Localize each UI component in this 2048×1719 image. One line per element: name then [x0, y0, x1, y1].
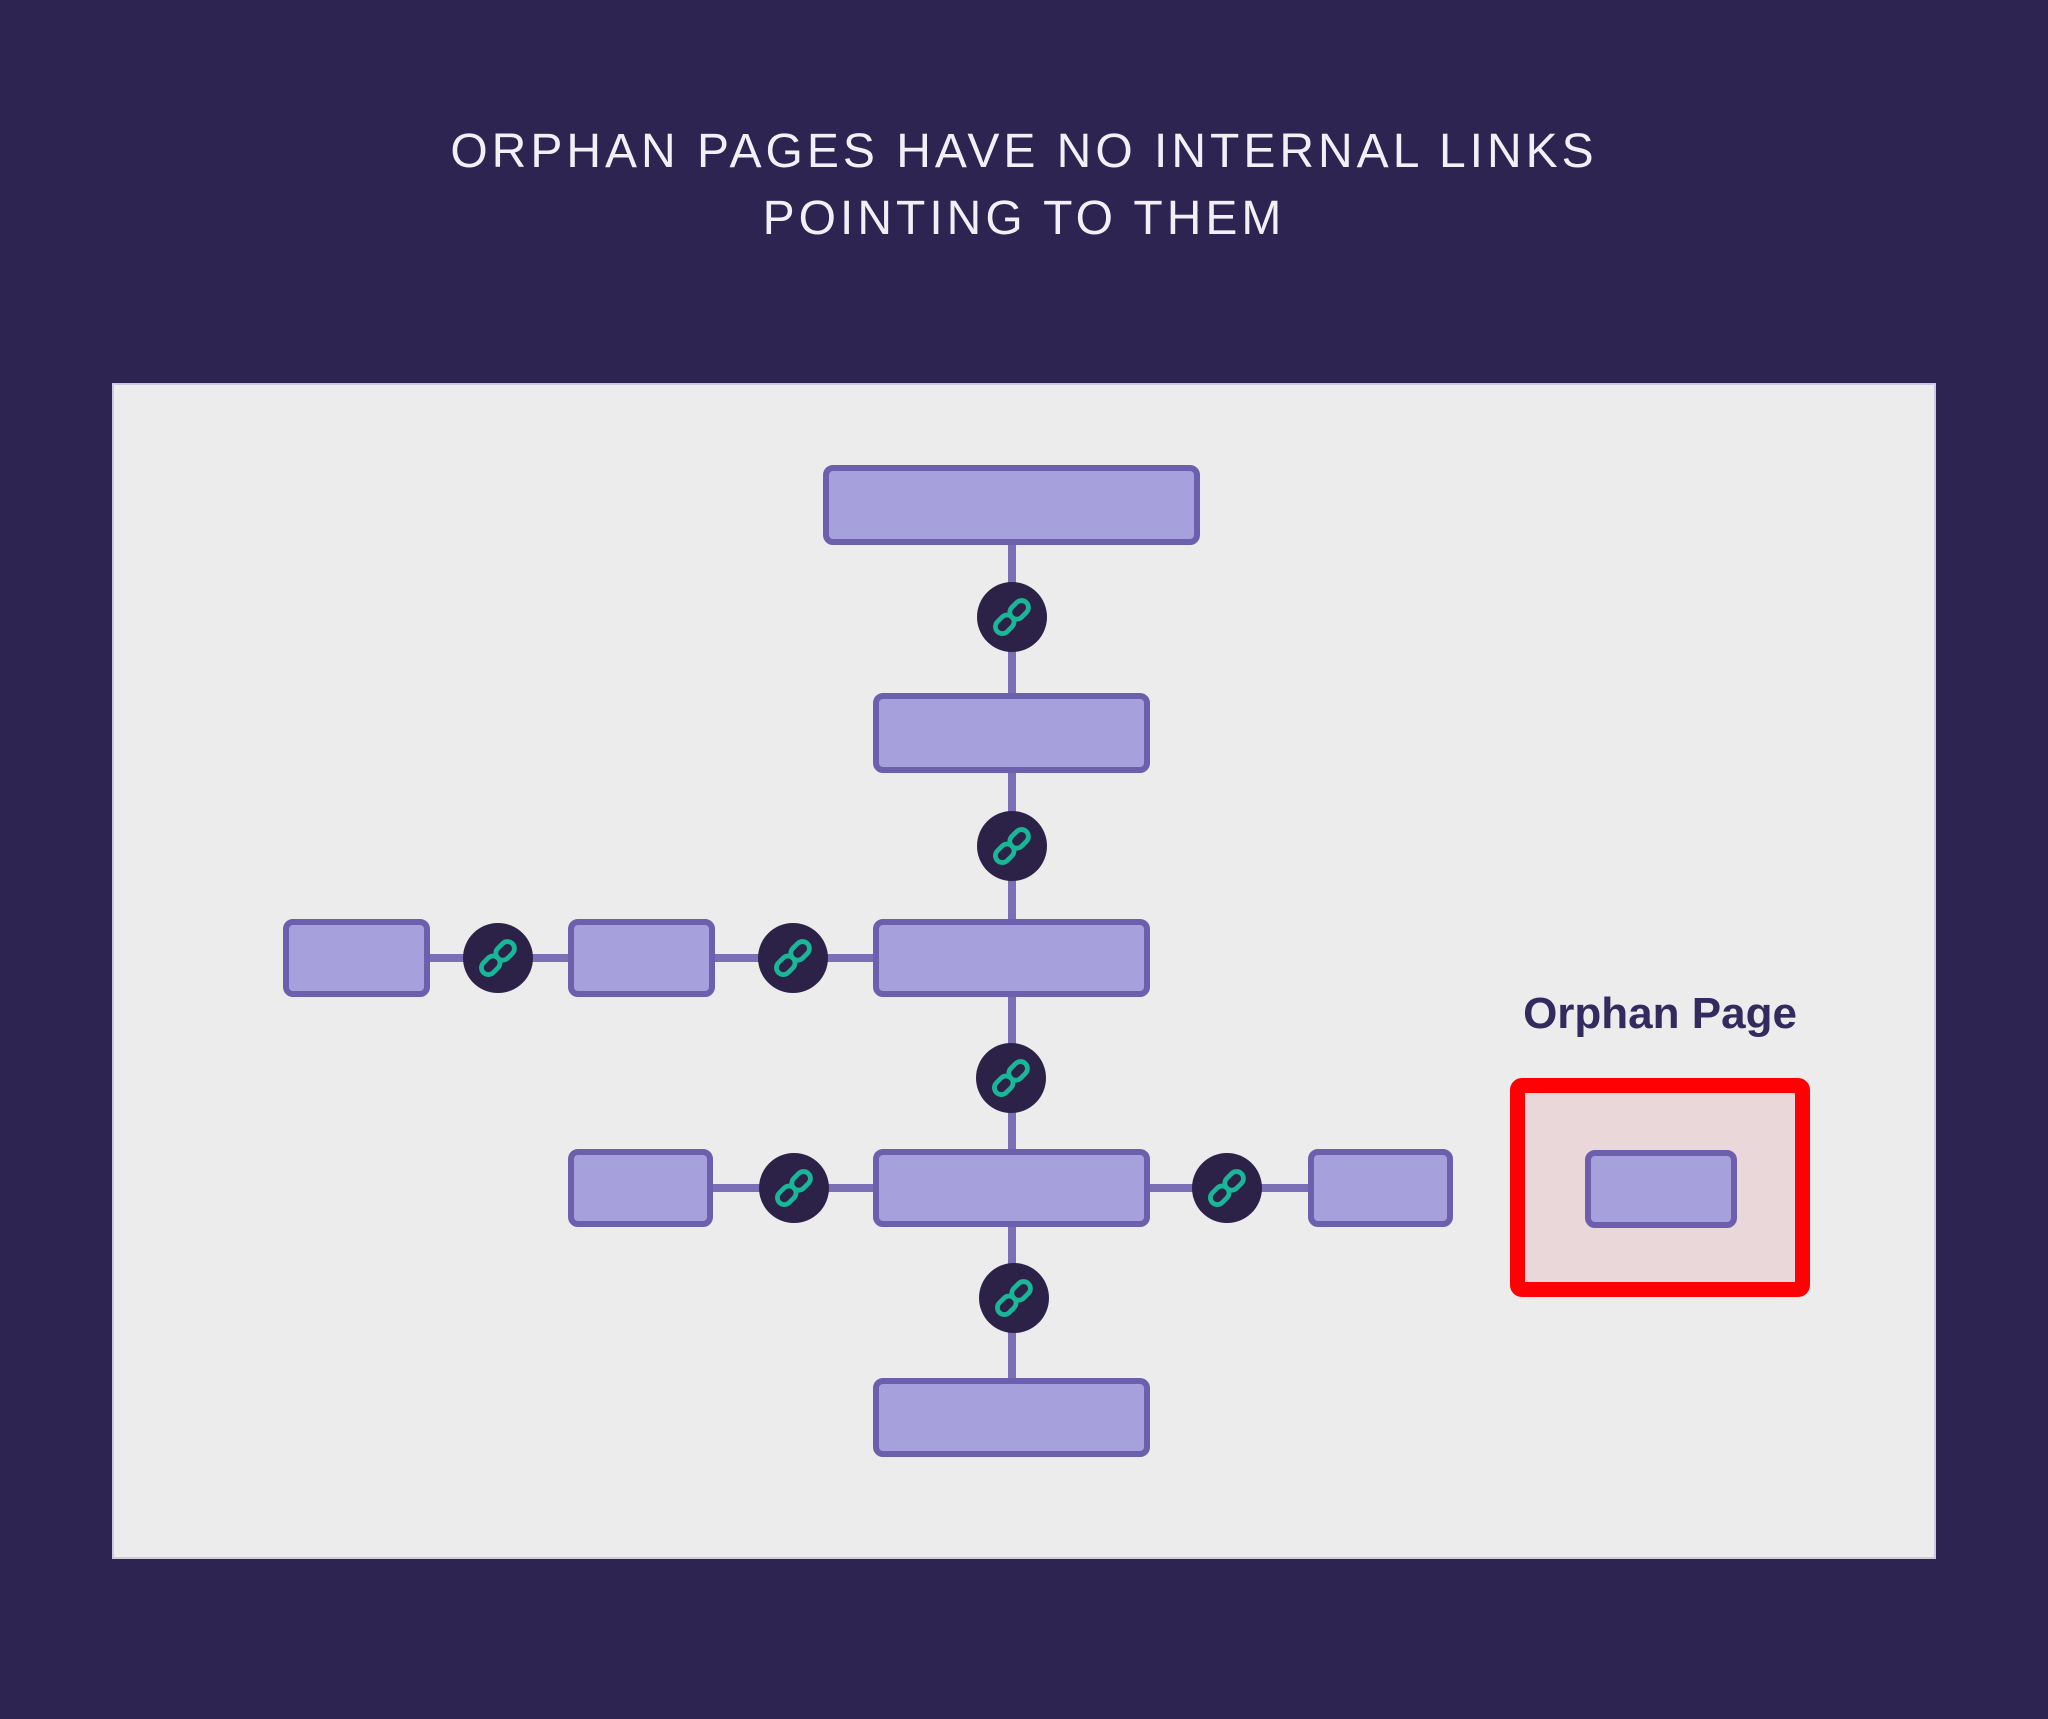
node-level2-page: [873, 693, 1150, 773]
node-level5-page: [873, 1378, 1150, 1457]
node-level4-center: [873, 1149, 1150, 1227]
internal-link-badge-5: [976, 1043, 1046, 1113]
link-icon: [775, 1169, 813, 1207]
internal-link-badge-6: [759, 1153, 829, 1223]
node-level4-right: [1308, 1149, 1453, 1227]
node-level3-center: [873, 919, 1150, 997]
internal-link-badge-8: [979, 1263, 1049, 1333]
link-icon: [479, 939, 517, 977]
node-level3-left-outer: [283, 919, 430, 997]
internal-link-badge-3: [463, 923, 533, 993]
link-icon: [774, 939, 812, 977]
link-icon: [995, 1279, 1033, 1317]
node-home-page: [823, 465, 1200, 545]
link-icon: [993, 598, 1031, 636]
link-icon: [993, 827, 1031, 865]
link-icon: [1208, 1169, 1246, 1207]
internal-link-badge-1: [977, 582, 1047, 652]
diagram-panel: Orphan Page: [112, 383, 1936, 1559]
internal-link-badge-7: [1192, 1153, 1262, 1223]
node-level3-left-inner: [568, 919, 715, 997]
link-icon: [992, 1059, 1030, 1097]
node-level4-left: [568, 1149, 713, 1227]
page-title: ORPHAN PAGES HAVE NO INTERNAL LINKS POIN…: [0, 118, 2048, 252]
internal-link-badge-4: [758, 923, 828, 993]
node-orphan-page: [1585, 1150, 1737, 1228]
internal-link-badge-2: [977, 811, 1047, 881]
page-title-line-2: POINTING TO THEM: [762, 192, 1286, 245]
orphan-page-label: Orphan Page: [1523, 989, 1797, 1038]
sitemap-diagram: Orphan Page: [112, 383, 1936, 1559]
page-title-line-1: ORPHAN PAGES HAVE NO INTERNAL LINKS: [450, 125, 1598, 178]
